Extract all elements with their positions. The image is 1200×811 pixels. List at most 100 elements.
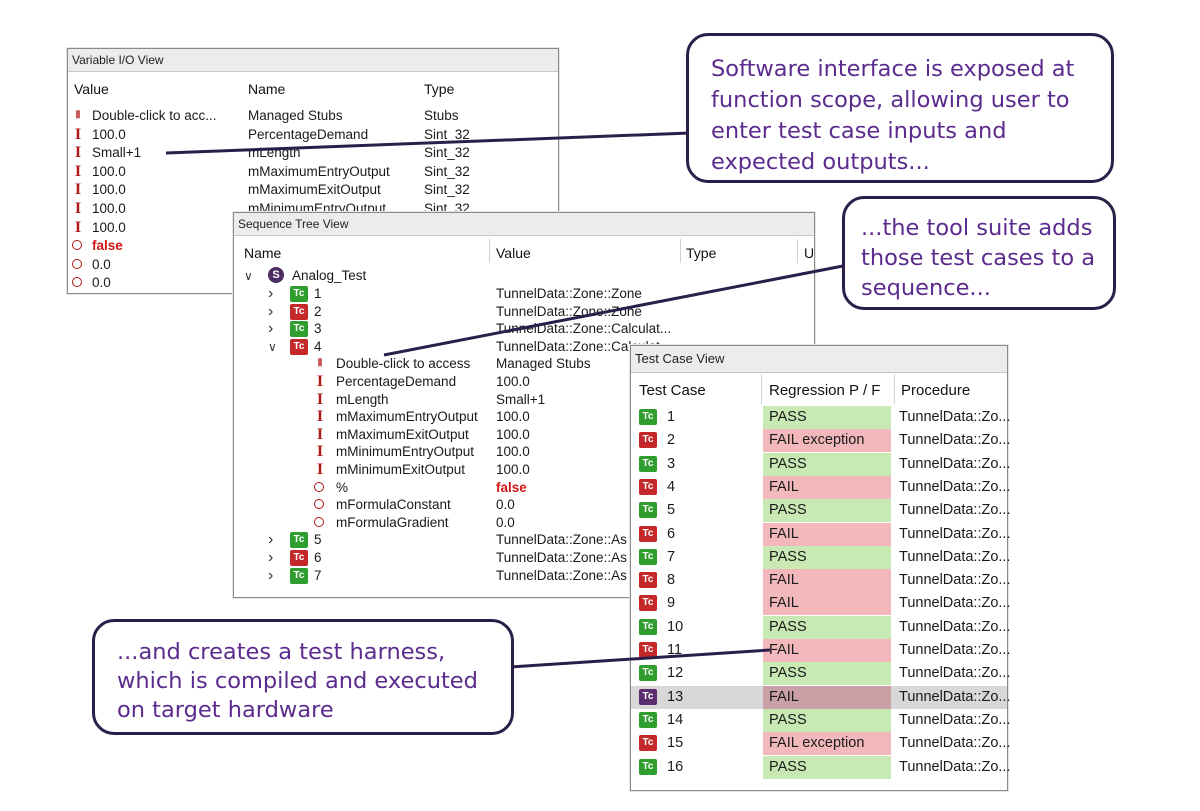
- input-icon: I: [316, 390, 324, 408]
- tree-item-label: 1: [314, 286, 322, 301]
- name-cell: PercentageDemand: [248, 126, 369, 142]
- procedure-cell: TunnelData::Zo...: [899, 688, 1011, 705]
- procedure-cell: TunnelData::Zo...: [899, 758, 1011, 775]
- test-case-id: 15: [667, 735, 684, 752]
- stub-icon: Ⅱ: [75, 110, 81, 121]
- test-case-icon: Tc: [639, 432, 657, 449]
- child-value: 100.0: [496, 462, 530, 477]
- column-header-regression[interactable]: Regression P / F: [769, 382, 881, 399]
- input-icon: I: [316, 408, 324, 426]
- child-value: 100.0: [496, 426, 530, 442]
- child-value: 100.0: [496, 444, 530, 460]
- child-value: Managed Stubs: [496, 356, 591, 372]
- chevron-right-icon[interactable]: ›: [268, 549, 274, 566]
- regression-result: PASS: [763, 708, 891, 732]
- procedure-cell: TunnelData::Zo...: [899, 409, 1011, 425]
- child-name: mFormulaGradient: [336, 514, 449, 530]
- tree-item-label: 3: [314, 321, 322, 337]
- callout-line: enter test case inputs and: [711, 118, 1007, 144]
- column-header-procedure[interactable]: Procedure: [901, 382, 971, 399]
- tree-item-value: TunnelData::Zone::As: [496, 532, 627, 548]
- test-case-icon: Tc: [639, 502, 657, 519]
- column-header-u[interactable]: U: [804, 245, 815, 261]
- column-header-test-case[interactable]: Test Case: [639, 382, 706, 399]
- type-cell: Sint_32: [424, 126, 470, 142]
- chevron-right-icon[interactable]: ›: [268, 285, 274, 302]
- chevron-right-icon[interactable]: ›: [268, 566, 274, 584]
- tree-item-label: 6: [314, 550, 322, 565]
- type-cell: Sint_32: [424, 182, 470, 198]
- callout-line: ...the tool suite adds: [861, 215, 1093, 241]
- child-value: 100.0: [496, 374, 530, 389]
- chevron-right-icon[interactable]: ›: [268, 302, 274, 320]
- column-header-type[interactable]: Type: [424, 81, 455, 97]
- test-case-title: Test Case View: [631, 346, 1007, 373]
- test-case-id: 16: [667, 758, 684, 775]
- column-header-name[interactable]: Name: [244, 245, 282, 261]
- tree-root[interactable]: ∨ S Analog_Test: [234, 267, 814, 285]
- regression-result: PASS: [763, 499, 891, 523]
- table-row[interactable]: 0.0: [68, 274, 558, 292]
- child-value: 0.0: [496, 497, 515, 513]
- chevron-right-icon[interactable]: ›: [268, 531, 274, 549]
- value-cell: 100.0: [92, 201, 126, 216]
- column-header-type[interactable]: Type: [686, 245, 717, 261]
- column-header-name[interactable]: Name: [248, 81, 286, 97]
- chevron-right-icon[interactable]: ›: [268, 320, 274, 338]
- procedure-cell: TunnelData::Zo...: [899, 735, 1011, 752]
- regression-result: FAIL exception: [763, 429, 891, 453]
- test-case-icon: Tc: [290, 550, 308, 566]
- tree-child-item[interactable]: %false: [234, 479, 814, 497]
- input-icon: I: [316, 425, 324, 443]
- chevron-down-icon[interactable]: ∨: [244, 269, 253, 283]
- table-row[interactable]: 0.0: [68, 256, 558, 274]
- input-icon: I: [74, 144, 82, 162]
- input-icon: I: [316, 373, 324, 390]
- test-case-icon: Tc: [639, 409, 657, 425]
- chevron-down-icon[interactable]: ∨: [268, 339, 277, 354]
- sequence-icon: S: [268, 267, 284, 283]
- table-row[interactable]: false: [68, 237, 558, 255]
- column-header-value[interactable]: Value: [496, 245, 531, 261]
- sequence-tree-title: Sequence Tree View: [234, 213, 814, 236]
- column-header-value[interactable]: Value: [74, 81, 109, 97]
- child-name: Double-click to access: [336, 356, 471, 372]
- test-case-id: 9: [667, 595, 676, 612]
